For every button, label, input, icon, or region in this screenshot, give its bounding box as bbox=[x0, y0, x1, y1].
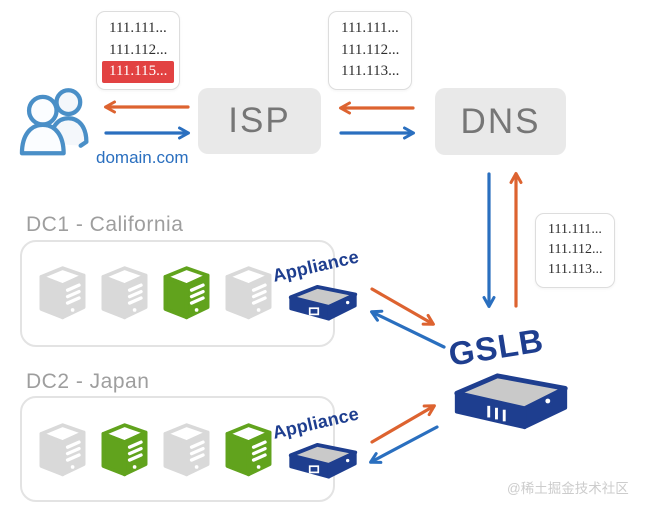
dc1-server-row bbox=[36, 264, 275, 321]
ip-entry-highlighted: 111.115... bbox=[102, 61, 175, 83]
server-icon bbox=[36, 264, 89, 321]
gslb-appliance-icon bbox=[450, 369, 572, 438]
users-icon bbox=[14, 86, 100, 163]
isp-node-label: ISP bbox=[228, 101, 291, 140]
arrow-gslb-to-appliance2 bbox=[369, 425, 439, 464]
watermark: @稀土掘金技术社区 bbox=[507, 481, 629, 496]
ip-list-user-resolution: 111.111... 111.112... 111.115... bbox=[96, 11, 181, 90]
server-icon bbox=[36, 421, 89, 478]
dc2-label: DC2 - Japan bbox=[26, 370, 150, 393]
server-icon bbox=[98, 264, 151, 321]
dc1-label: DC1 - California bbox=[26, 213, 184, 236]
server-icon bbox=[160, 421, 213, 478]
ip-entry: 111.112... bbox=[109, 41, 168, 58]
ip-list-isp-dns: 111.111... 111.112... 111.113... bbox=[328, 11, 413, 90]
ip-entry: 111.111... bbox=[109, 20, 167, 36]
arrow-appliance1-to-gslb bbox=[370, 287, 435, 326]
server-icon bbox=[98, 421, 151, 478]
gslb-label: GSLB bbox=[446, 321, 547, 373]
server-icon bbox=[222, 264, 275, 321]
server-icon bbox=[160, 264, 213, 321]
ip-entry: 111.111... bbox=[341, 20, 399, 36]
domain-label: domain.com bbox=[96, 148, 189, 167]
ip-entry: 111.112... bbox=[548, 242, 603, 258]
server-icon bbox=[222, 421, 275, 478]
dc2-server-row bbox=[36, 421, 275, 478]
dns-node: DNS bbox=[435, 88, 566, 155]
dc1-appliance-icon bbox=[286, 282, 360, 329]
arrow-appliance2-to-gslb bbox=[370, 404, 436, 444]
ip-entry: 111.112... bbox=[341, 41, 400, 58]
ip-entry: 111.113... bbox=[341, 63, 400, 79]
arrow-gslb-to-appliance1 bbox=[370, 309, 446, 349]
ip-entry: 111.113... bbox=[548, 262, 603, 278]
isp-node: ISP bbox=[198, 88, 321, 154]
ip-list-dns-gslb: 111.111... 111.112... 111.113... bbox=[535, 213, 616, 288]
dns-node-label: DNS bbox=[460, 101, 541, 141]
dc2-appliance-icon bbox=[286, 440, 360, 487]
ip-entry: 111.111... bbox=[548, 222, 602, 237]
